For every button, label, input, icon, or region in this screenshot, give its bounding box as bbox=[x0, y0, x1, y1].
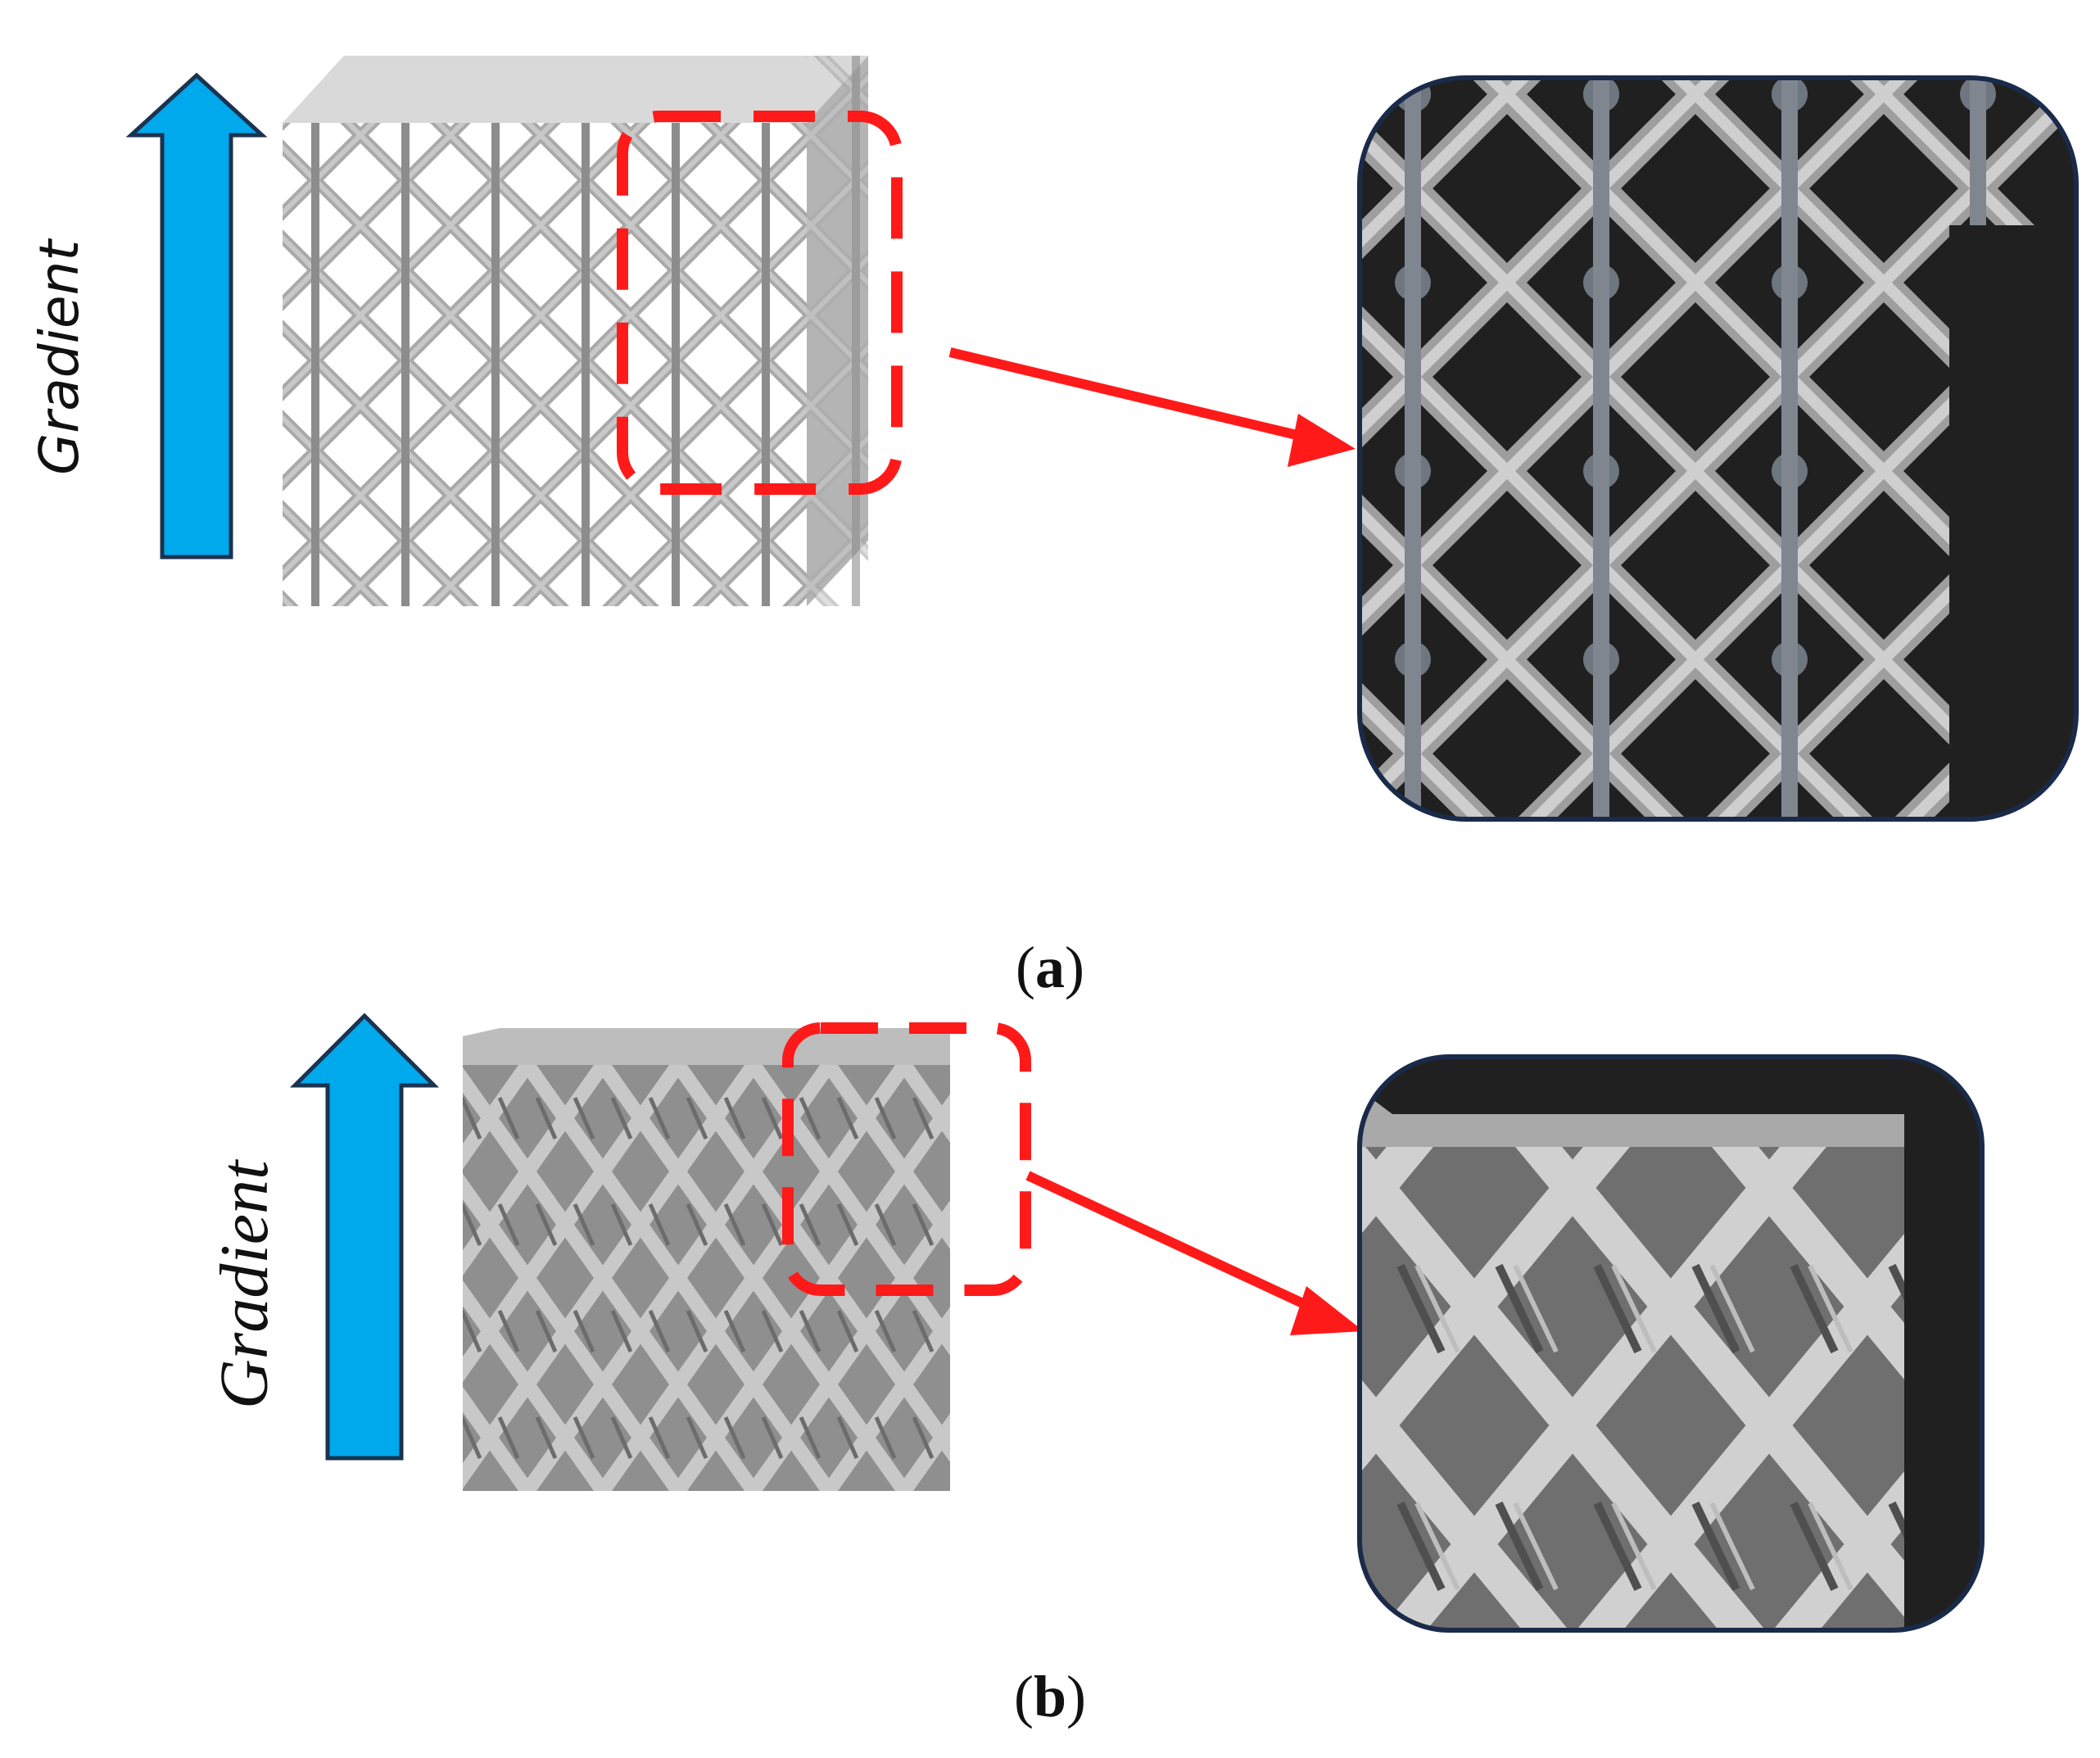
panel-label-a: (a) bbox=[1016, 935, 1084, 1000]
panel-a: (a) bbox=[125, 56, 2079, 1000]
zoom-arrow-a bbox=[948, 347, 1355, 467]
plate-lattice-model-b bbox=[463, 1028, 950, 1491]
highlight-box-a bbox=[617, 111, 903, 495]
gradient-label-b: Gradient bbox=[206, 1160, 283, 1409]
zoom-arrow-b bbox=[1025, 1171, 1364, 1335]
gradient-arrow-b bbox=[289, 1013, 440, 1461]
gradient-arrow-a bbox=[125, 72, 268, 560]
strut-lattice-model-a bbox=[283, 56, 868, 606]
zoom-inset-a bbox=[1357, 75, 2079, 822]
highlight-box-b bbox=[782, 1022, 1031, 1296]
gradient-label-a: Gradient bbox=[28, 239, 91, 475]
panel-label-b: (b) bbox=[1014, 1664, 1086, 1729]
panel-b: (b) bbox=[289, 1013, 1985, 1729]
zoom-inset-b bbox=[1357, 1054, 1985, 1633]
